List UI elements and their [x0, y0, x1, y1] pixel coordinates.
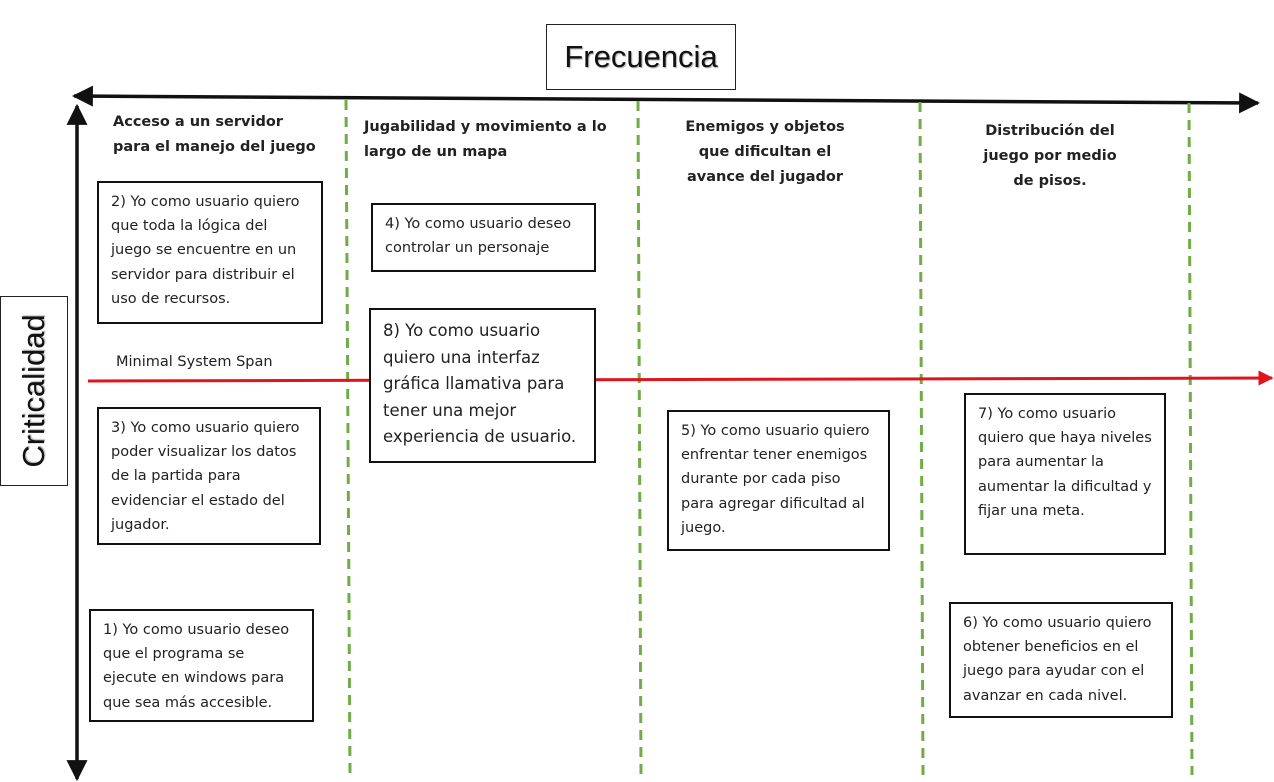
- column-header-line: Distribución del: [985, 123, 1115, 139]
- user-story-5: 5) Yo como usuario quiero enfrentar tene…: [667, 410, 890, 551]
- column-header-3: Enemigos y objetos que dificultan el ava…: [660, 115, 870, 190]
- user-story-7: 7) Yo como usuario quiero que haya nivel…: [964, 393, 1166, 555]
- column-header-1: Acceso a un servidor para el manejo del …: [113, 110, 316, 160]
- user-story-6: 6) Yo como usuario quiero obtener benefi…: [949, 602, 1173, 718]
- column-header-line: juego por medio: [983, 148, 1117, 164]
- user-story-3: 3) Yo como usuario quiero poder visualiz…: [97, 407, 321, 545]
- column-separator-4: [1187, 102, 1194, 776]
- criticality-label-box: Criticalidad: [0, 296, 68, 486]
- column-header-2: Jugabilidad y movimiento a lo largo de u…: [364, 115, 607, 165]
- frequency-title-text: Frecuencia: [564, 39, 718, 74]
- column-header-4: Distribución del juego por medio de piso…: [960, 119, 1140, 194]
- column-header-line: Enemigos y objetos: [685, 119, 845, 135]
- column-separator-2: [636, 100, 643, 776]
- column-separator-3: [918, 101, 925, 776]
- user-story-2: 2) Yo como usuario quiero que toda la ló…: [97, 181, 323, 324]
- minimal-system-span-line: [87, 370, 1274, 386]
- column-header-line: Jugabilidad y movimiento a lo: [364, 119, 607, 135]
- user-story-4: 4) Yo como usuario deseo controlar un pe…: [371, 203, 596, 272]
- user-story-1: 1) Yo como usuario deseo que el programa…: [89, 609, 314, 722]
- column-header-line: largo de un mapa: [364, 144, 508, 160]
- column-header-line: que dificultan el: [698, 144, 832, 160]
- column-header-line: de pisos.: [1013, 173, 1087, 189]
- minimal-system-span-label: Minimal System Span: [116, 354, 273, 370]
- column-header-line: avance del jugador: [686, 169, 843, 185]
- column-header-line: para el manejo del juego: [113, 139, 316, 155]
- column-separator-1: [344, 99, 352, 776]
- user-story-8: 8) Yo como usuario quiero una interfaz g…: [369, 308, 596, 463]
- criticality-label: Criticalidad: [16, 314, 51, 468]
- column-header-line: Acceso a un servidor: [113, 114, 283, 130]
- frequency-title: Frecuencia: [546, 24, 736, 90]
- frequency-axis: [71, 85, 1261, 114]
